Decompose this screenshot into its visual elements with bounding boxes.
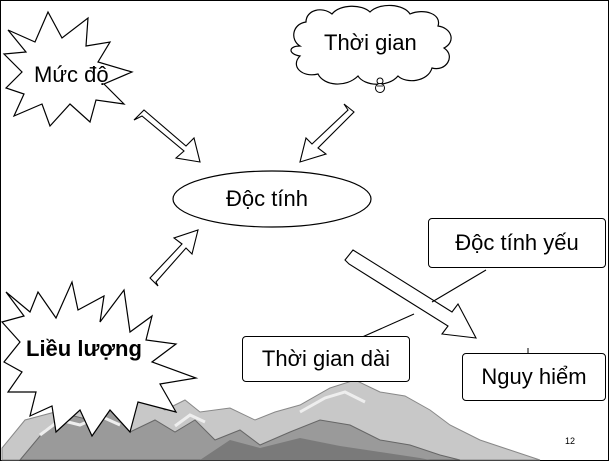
page-number: 12 [565, 436, 576, 446]
arrow-doc-tinh-to-nguy-hiem [344, 249, 477, 339]
lieu-luong-burst-icon [0, 280, 199, 438]
arrow-muc-do-to-doc-tinh [133, 109, 201, 163]
doc-tinh-yeu-callout: Độc tính yếu [428, 218, 606, 268]
callout-pointer-doc-tinh-yeu [431, 269, 487, 303]
slide-border-top [0, 0, 609, 1]
nguy-hiem-callout: Nguy hiểm [462, 353, 606, 401]
arrow-thoi-gian-to-doc-tinh [299, 103, 355, 163]
muc-do-label: Mức độ [34, 62, 109, 87]
snowman-icon [375, 77, 385, 93]
doc-tinh-ellipse [172, 170, 372, 228]
callout-pointer-thoi-gian-dai [359, 313, 415, 339]
thoi-gian-dai-callout: Thời gian dài [242, 336, 410, 382]
thoi-gian-cloud-icon [290, 4, 452, 85]
nguy-hiem-label: Nguy hiểm [481, 364, 587, 389]
doc-tinh-yeu-label: Độc tính yếu [455, 230, 579, 255]
thoi-gian-label: Thời gian [324, 30, 417, 55]
lieu-luong-label: Liều lượng [26, 336, 142, 361]
thoi-gian-dai-label: Thời gian dài [261, 346, 391, 371]
slide-border-left [0, 0, 1, 461]
doc-tinh-label: Độc tính [226, 186, 308, 211]
muc-do-burst-icon [2, 10, 134, 128]
arrow-lieu-luong-to-doc-tinh [149, 229, 199, 287]
